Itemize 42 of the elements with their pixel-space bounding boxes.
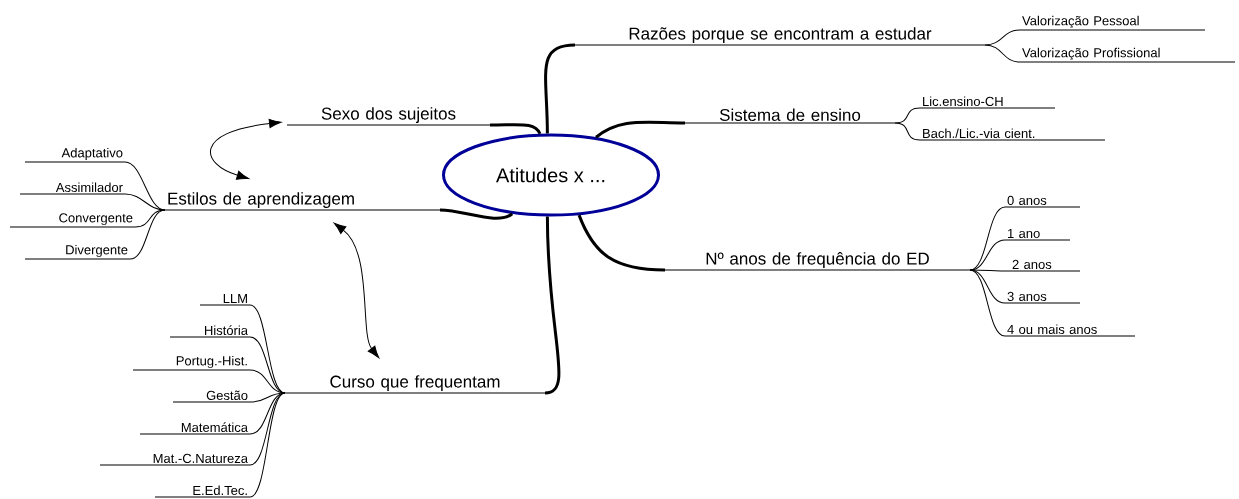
branch-label: Adaptativo bbox=[24, 147, 126, 163]
branch-label: Estilos de aprendizagem bbox=[164, 192, 441, 211]
branch-label: 1 ano bbox=[1004, 228, 1071, 241]
branch-label: Sistema de ensino bbox=[684, 108, 896, 124]
branch-label: Divergente bbox=[24, 244, 131, 260]
branch-line bbox=[984, 44, 1021, 63]
branch-label: Valorização Pessoal bbox=[1019, 15, 1206, 31]
branch-label: Mat.-C.Natureza bbox=[99, 453, 251, 466]
branch-label: História bbox=[169, 325, 251, 338]
branch-line bbox=[490, 123, 542, 135]
branch-label: 3 anos bbox=[1004, 291, 1081, 304]
branch-label: 2 anos bbox=[1009, 259, 1081, 272]
branch-label: 0 anos bbox=[1004, 195, 1081, 208]
branch-line bbox=[894, 122, 921, 141]
branch-line bbox=[129, 209, 166, 260]
branch-line bbox=[544, 43, 576, 134]
branch-label: Valorização Profissional bbox=[1019, 47, 1236, 63]
branch-line bbox=[249, 392, 286, 498]
branch-label: Lic.ensino-CH bbox=[919, 96, 1056, 109]
double-arrow bbox=[210, 118, 282, 180]
branch-label: Portug.-Hist. bbox=[132, 355, 251, 371]
branch-line bbox=[984, 29, 1021, 46]
branch-label: Curso que frequentam bbox=[284, 375, 546, 394]
branch-line bbox=[577, 214, 666, 272]
branch-label: Matemática bbox=[139, 422, 251, 435]
branch-line bbox=[439, 208, 513, 220]
branch-label: E.Ed.Tec. bbox=[154, 485, 251, 498]
branch-label: Assimilador bbox=[19, 182, 126, 195]
branch-line bbox=[249, 392, 286, 403]
branch-label: Gestão bbox=[172, 390, 251, 403]
branch-line bbox=[134, 209, 166, 228]
branch-label: LLM bbox=[199, 294, 251, 306]
branch-label: Bach./Lic.-via cient. bbox=[919, 128, 1106, 141]
branch-label: Razões porque se encontram a estudar bbox=[574, 27, 986, 46]
branch-line bbox=[969, 269, 1006, 337]
double-arrow bbox=[333, 222, 380, 358]
branch-line bbox=[969, 269, 1011, 272]
branch-label: Convergente bbox=[9, 213, 136, 228]
branch-label: Sexo dos sujeitos bbox=[286, 107, 491, 126]
branch-label: Nº anos de frequência do ED bbox=[664, 252, 971, 271]
branch-label: 4 ou mais anos bbox=[1004, 324, 1136, 337]
branch-line bbox=[595, 120, 686, 139]
